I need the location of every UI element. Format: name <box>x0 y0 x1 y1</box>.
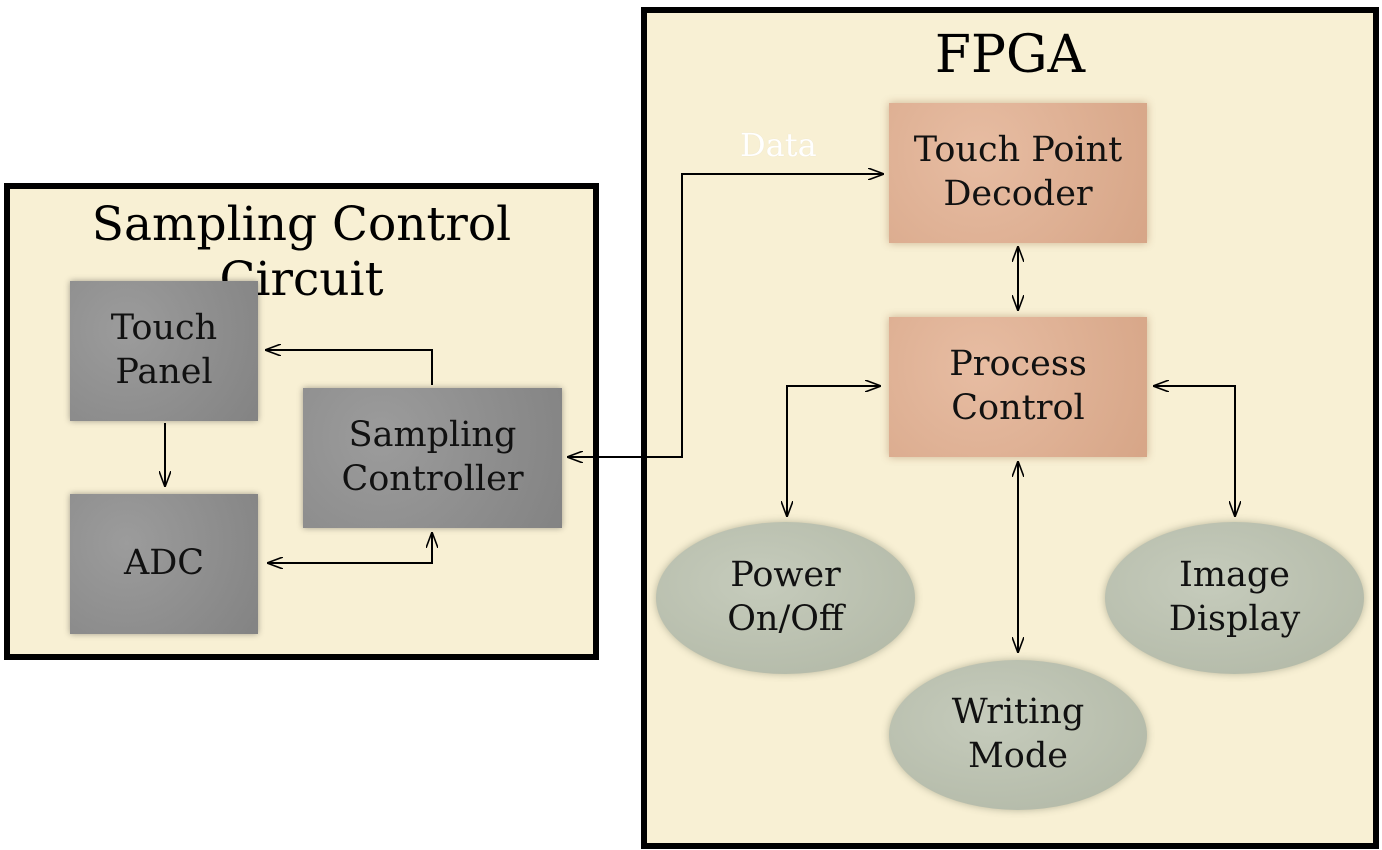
touch-point-decoder-line2: Decoder <box>943 174 1093 214</box>
process-control-line2: Control <box>951 388 1085 428</box>
touch-point-decoder-line1: Touch Point <box>913 130 1123 171</box>
process-control-line1: Process <box>949 344 1087 385</box>
touch-panel-line1: Touch <box>110 308 218 349</box>
data-edge-label: Data <box>740 126 817 164</box>
image-display-line1: Image <box>1179 555 1290 596</box>
touch-panel-line2: Panel <box>115 352 213 392</box>
sampling-controller-line2: Controller <box>341 459 524 499</box>
image-display-line2: Display <box>1168 599 1301 639</box>
power-onoff-line1: Power <box>730 555 841 596</box>
fpga-title: FPGA <box>934 25 1086 85</box>
sampling-controller-line1: Sampling <box>348 415 517 456</box>
adc-node: ADC <box>70 494 258 634</box>
writing-mode-line1: Writing <box>951 692 1085 733</box>
sampling-control-circuit-title: Sampling Control Circuit <box>91 197 512 307</box>
adc-line1: ADC <box>123 543 205 584</box>
power-onoff-line2: On/Off <box>727 599 844 639</box>
writing-mode-line2: Mode <box>967 736 1068 776</box>
